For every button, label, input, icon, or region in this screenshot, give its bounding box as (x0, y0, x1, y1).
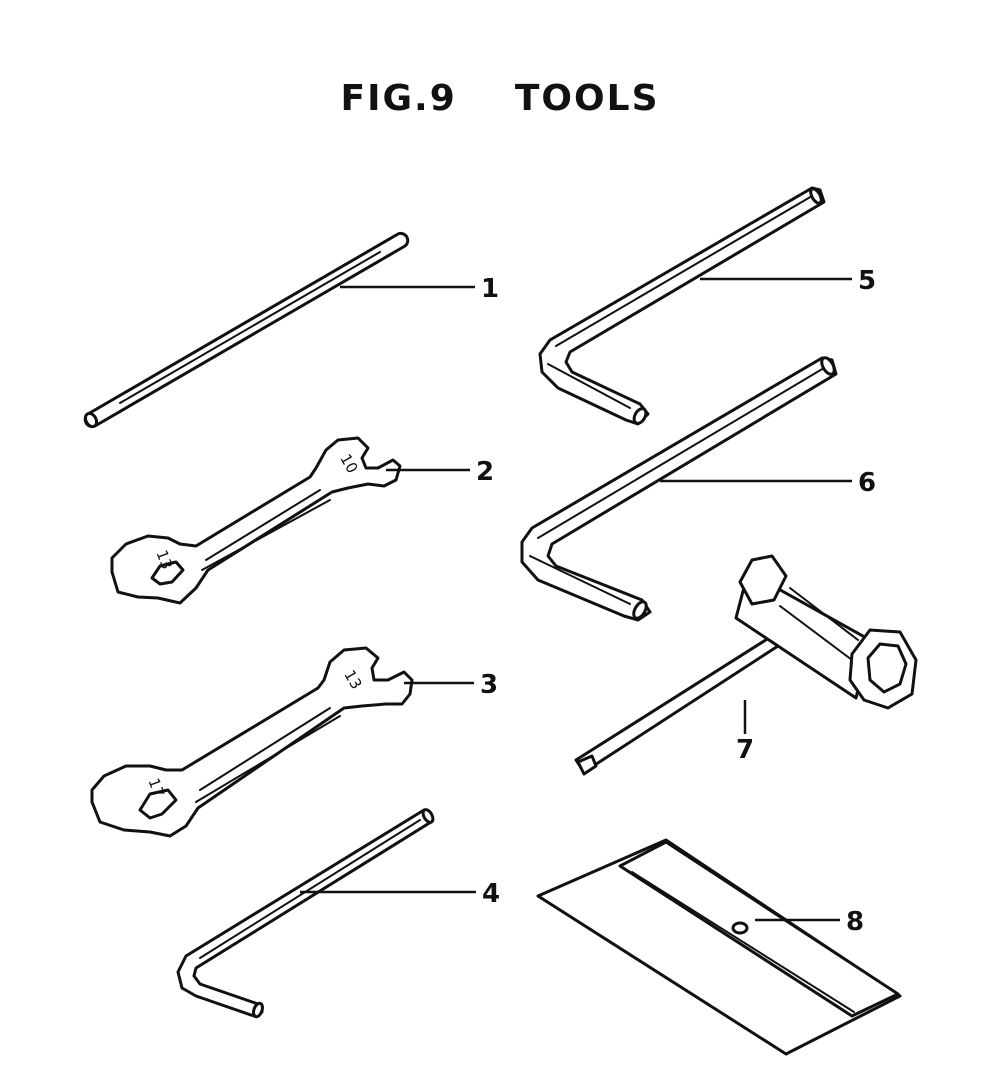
open-end-wrench-icon (110, 436, 402, 605)
part-label-3: 3 (480, 670, 498, 700)
tool-2-wrench: 10 13 2 (110, 436, 494, 605)
hex-key-icon (538, 186, 826, 426)
tool-7-spark-plug-wrench: 7 (574, 554, 918, 776)
part-label-5: 5 (858, 266, 876, 296)
tool-bag-icon (536, 838, 902, 1056)
hex-key-icon (520, 356, 838, 622)
wrench-3-stamp-17: 17 (145, 776, 168, 800)
open-end-wrench-icon (90, 646, 414, 838)
figure-title: FIG.9 TOOLS (340, 78, 660, 119)
tool-3-wrench: 13 17 3 (90, 646, 498, 838)
tool-4-hex-key: 4 (176, 808, 500, 1019)
spark-plug-wrench-icon (574, 554, 918, 776)
wrench-2-stamp-13: 13 (153, 548, 176, 572)
part-label-8: 8 (846, 907, 864, 937)
part-label-6: 6 (858, 468, 876, 498)
hex-key-icon (176, 808, 433, 1018)
part-label-4: 4 (482, 879, 500, 909)
tool-5-hex-key: 5 (538, 186, 876, 426)
part-label-2: 2 (476, 457, 494, 487)
tool-6-hex-key: 6 (520, 356, 876, 622)
tool-1-rod: 1 (83, 231, 499, 429)
part-label-1: 1 (481, 274, 499, 304)
tool-8-tool-bag: 8 (536, 838, 902, 1056)
part-label-7: 7 (736, 735, 754, 765)
